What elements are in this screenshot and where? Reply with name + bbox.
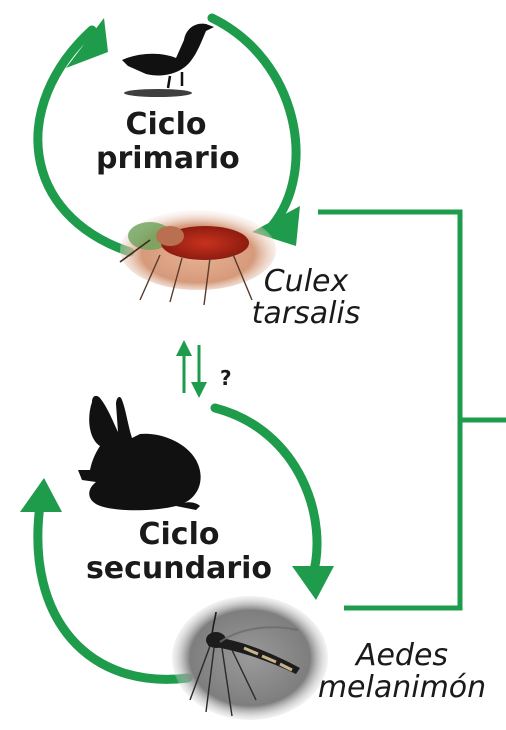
- aedes-label: Aedes melanimón: [302, 640, 502, 703]
- primary-cycle-label: Ciclo primario: [96, 107, 240, 176]
- primary-cycle: [33, 13, 301, 306]
- mosquito-aedes-icon: [172, 596, 328, 720]
- rabbit-icon: [78, 395, 201, 511]
- secondary-cycle-arrowhead-left: [20, 478, 62, 512]
- bracket-line: [318, 209, 463, 611]
- culex-label: Culex tarsalis: [244, 266, 368, 329]
- uncertain-link-mark: ?: [220, 366, 232, 390]
- primary-cycle-label-line2: primario: [96, 140, 240, 176]
- secondary-cycle-arrow-left: [33, 500, 193, 684]
- secondary-cycle-arrow-right: [210, 403, 322, 583]
- primary-cycle-arrowhead-left: [66, 18, 108, 68]
- culex-label-line2: tarsalis: [251, 295, 361, 331]
- secondary-cycle-label-line1: Ciclo: [138, 517, 220, 552]
- secondary-cycle-label-line2: secundario: [85, 550, 273, 586]
- primary-cycle-arrow-left: [33, 25, 135, 257]
- secondary-cycle-arrowhead-right: [292, 566, 334, 600]
- culex-label-line1: Culex: [263, 264, 349, 299]
- secondary-cycle-label: Ciclo secundario: [76, 518, 282, 585]
- bird-icon: [122, 23, 214, 97]
- mosquito-culex-icon: [119, 210, 276, 306]
- secondary-cycle: [20, 395, 334, 720]
- bidirectional-arrows: [176, 340, 207, 398]
- aedes-label-line1: Aedes: [355, 638, 449, 673]
- vector-bracket: [318, 209, 506, 611]
- primary-cycle-arrow-right: [207, 13, 301, 231]
- up-arrowhead: [176, 340, 192, 356]
- aedes-label-line2: melanimón: [317, 669, 487, 705]
- primary-cycle-arrowhead-right: [252, 206, 300, 246]
- primary-cycle-label-line1: Ciclo: [125, 107, 207, 142]
- down-arrowhead: [191, 382, 207, 398]
